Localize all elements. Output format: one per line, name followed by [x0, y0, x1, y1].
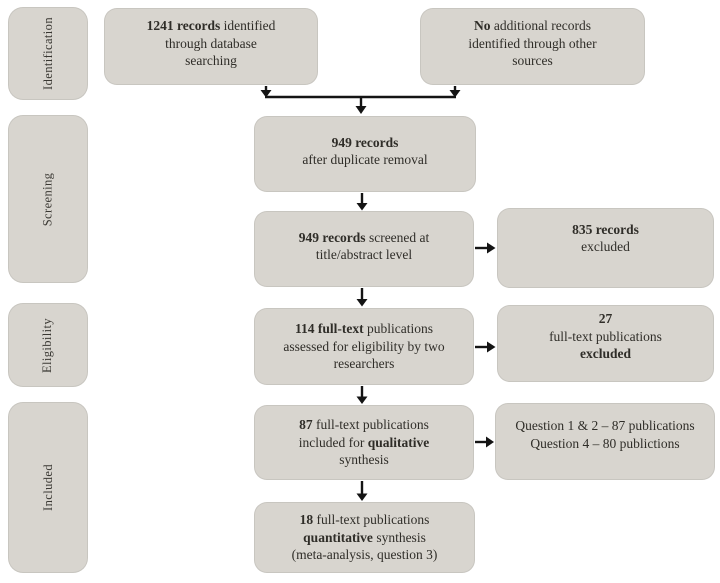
arrow-screened-to-assessed-head [356, 299, 368, 307]
box-fulltext-excluded: 27 full-text publications excluded [497, 305, 714, 382]
arrow-assessed-to-qualitative-head [356, 396, 368, 404]
box-records-identified-database: 1241 records identified through database… [104, 8, 318, 85]
stage-screening-label: Screening [40, 172, 55, 226]
box-records-excluded: 835 records excluded [497, 208, 714, 288]
arrow-merge-right-head [449, 90, 461, 98]
arrow-assessed-to-excluded-head [487, 341, 496, 353]
box-fulltext-assessed: 114 full-text publications assessed for … [254, 308, 474, 385]
box-quantitative-synthesis: 18 full-text publications quantitative s… [254, 502, 475, 573]
arrow-qualitative-to-quantitative-head [356, 493, 368, 501]
arrow-merge-left-head [260, 90, 272, 98]
arrow-qualitative-to-questions-head [486, 436, 494, 448]
box-records-screened: 949 records screened at title/abstract l… [254, 211, 474, 287]
arrow-screened-to-excluded-head [487, 242, 496, 254]
stage-eligibility: Eligibility [8, 303, 88, 387]
stage-screening: Screening [8, 115, 88, 283]
stage-eligibility-label: Eligibility [40, 317, 55, 373]
box-records-after-duplicate-removal: 949 records after duplicate removal [254, 116, 476, 192]
stage-included: Included [8, 402, 88, 573]
stage-identification: Identification [8, 7, 88, 100]
box-records-identified-other-sources: No additional records identified through… [420, 8, 645, 85]
stage-identification-label: Identification [40, 17, 55, 90]
arrow-dedup-to-screened-head [356, 203, 368, 211]
arrow-to-dedup-head [355, 106, 367, 114]
box-question-counts: Question 1 & 2 – 87 publications Questio… [495, 403, 715, 480]
stage-included-label: Included [40, 464, 55, 511]
box-qualitative-synthesis: 87 full-text publications included for q… [254, 405, 474, 480]
